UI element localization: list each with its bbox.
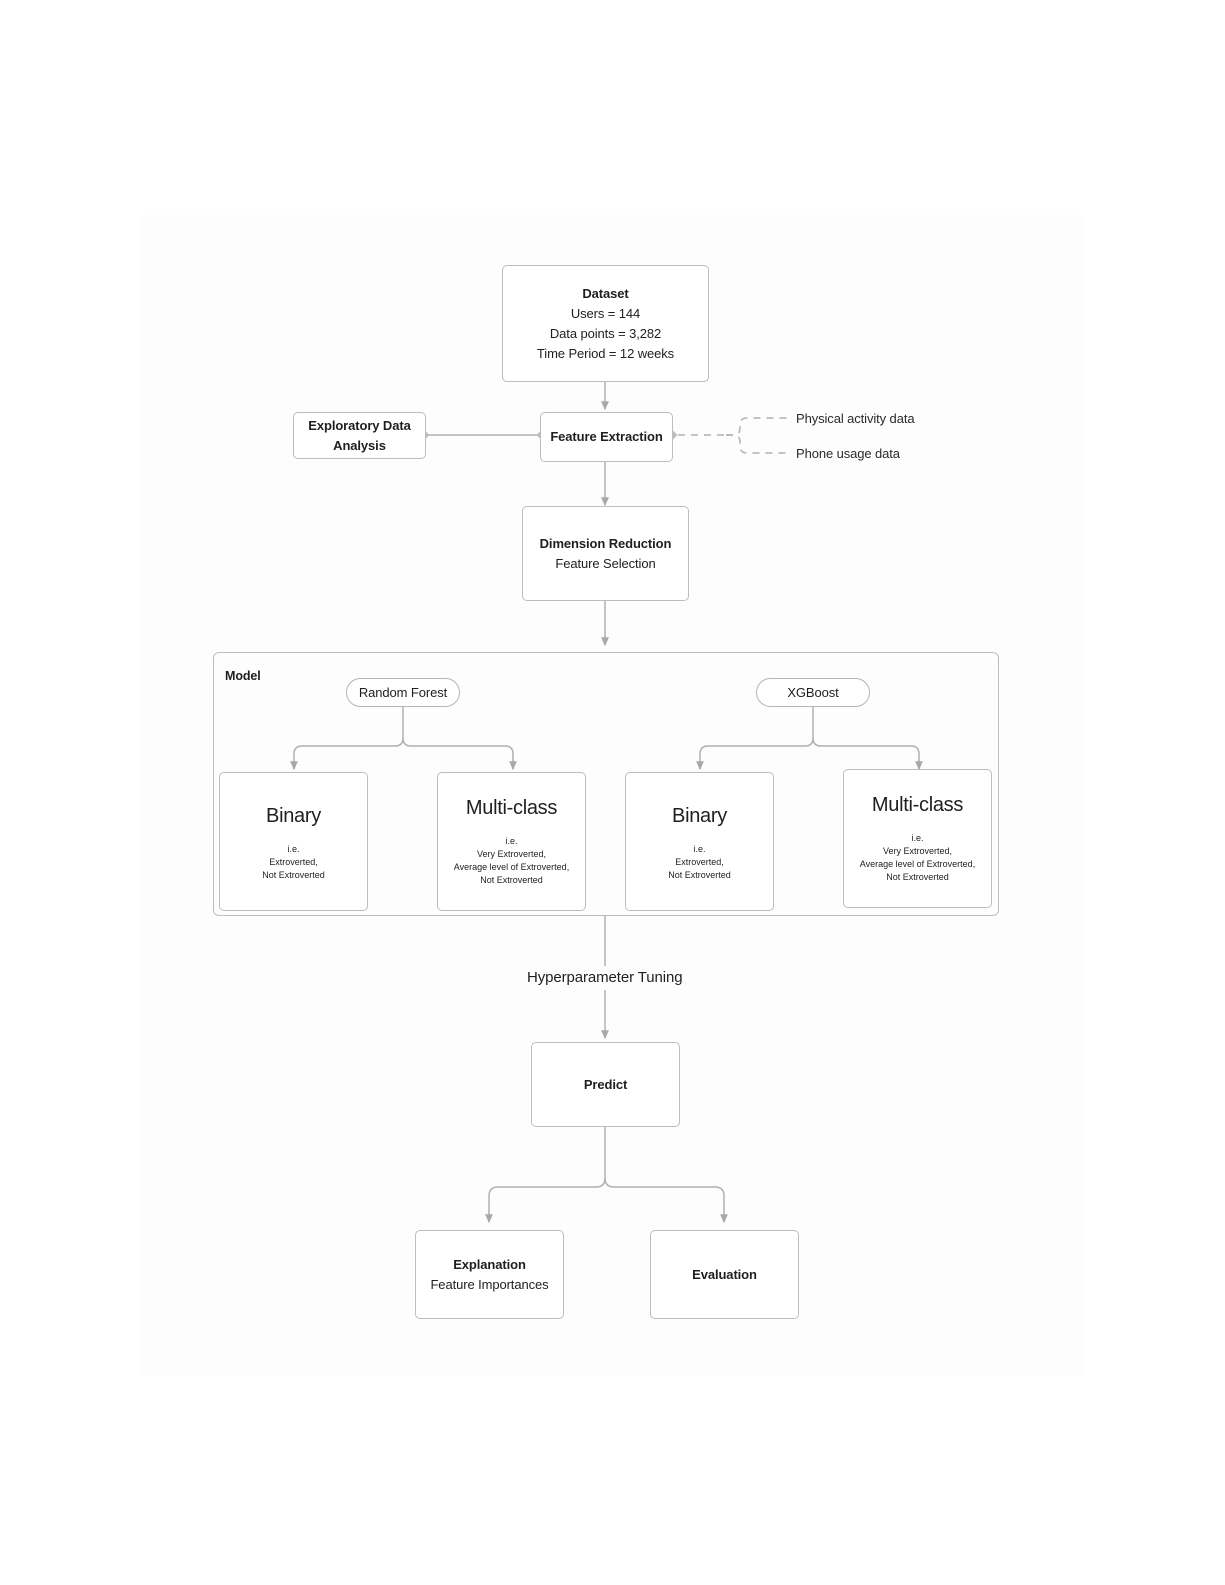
evaluation-title: Evaluation [692,1266,757,1282]
label-phone-usage-data: Phone usage data [796,446,900,461]
dimension-reduction-title: Dimension Reduction [539,535,672,551]
node-predict[interactable]: Predict [531,1042,680,1127]
node-exploratory-data-analysis[interactable]: Exploratory Data Analysis [293,412,426,459]
xgb-binary-class-1: Not Extroverted [668,870,731,880]
xgb-multiclass-class-1: Average level of Extroverted, [859,859,976,869]
node-random-forest[interactable]: Random Forest [346,678,460,707]
label-physical-activity-data: Physical activity data [796,411,915,426]
xgb-multiclass-title: Multi-class [871,794,964,816]
xgb-multiclass-class-0: Very Extroverted, [882,846,953,856]
node-explanation[interactable]: Explanation Feature Importances [415,1230,564,1319]
rf-binary-class-1: Not Extroverted [262,870,325,880]
explanation-subtitle: Feature Importances [430,1276,549,1292]
label-hyperparameter-tuning: Hyperparameter Tuning [521,969,689,986]
predict-title: Predict [583,1076,628,1092]
xgb-multiclass-ie: i.e. [911,833,924,843]
node-xgboost[interactable]: XGBoost [756,678,870,707]
xgb-binary-class-0: Extroverted, [675,857,724,867]
feature-extraction-title: Feature Extraction [550,429,663,444]
rf-multiclass-class-1: Average level of Extroverted, [453,862,570,872]
node-xgb-multiclass[interactable]: Multi-class i.e. Very Extroverted, Avera… [843,769,992,908]
node-rf-multiclass[interactable]: Multi-class i.e. Very Extroverted, Avera… [437,772,586,911]
dataset-users: Users = 144 [570,305,641,321]
xgboost-label: XGBoost [787,685,839,700]
random-forest-label: Random Forest [358,685,448,700]
dimension-reduction-subtitle: Feature Selection [555,555,656,571]
node-evaluation[interactable]: Evaluation [650,1230,799,1319]
rf-binary-title: Binary [266,805,321,827]
xgb-binary-title: Binary [672,805,727,827]
node-rf-binary[interactable]: Binary i.e. Extroverted, Not Extroverted [219,772,368,911]
xgb-binary-ie: i.e. [693,844,706,854]
node-dimension-reduction[interactable]: Dimension Reduction Feature Selection [522,506,689,601]
dataset-title: Dataset [582,285,629,301]
explanation-title: Explanation [453,1256,526,1272]
eda-title-line2: Analysis [333,437,386,453]
rf-binary-ie: i.e. [287,844,300,854]
eda-title-line1: Exploratory Data [308,417,411,433]
node-xgb-binary[interactable]: Binary i.e. Extroverted, Not Extroverted [625,772,774,911]
rf-binary-class-0: Extroverted, [269,857,318,867]
xgb-multiclass-class-2: Not Extroverted [886,872,949,882]
rf-multiclass-ie: i.e. [505,836,518,846]
model-group-container [213,652,999,916]
rf-multiclass-class-0: Very Extroverted, [476,849,547,859]
model-group-label: Model [225,669,261,683]
dataset-timeperiod: Time Period = 12 weeks [536,345,675,361]
rf-multiclass-title: Multi-class [465,797,558,819]
node-feature-extraction[interactable]: Feature Extraction [540,412,673,462]
dataset-datapoints: Data points = 3,282 [549,325,662,341]
node-dataset[interactable]: Dataset Users = 144 Data points = 3,282 … [502,265,709,382]
rf-multiclass-class-2: Not Extroverted [480,875,543,885]
